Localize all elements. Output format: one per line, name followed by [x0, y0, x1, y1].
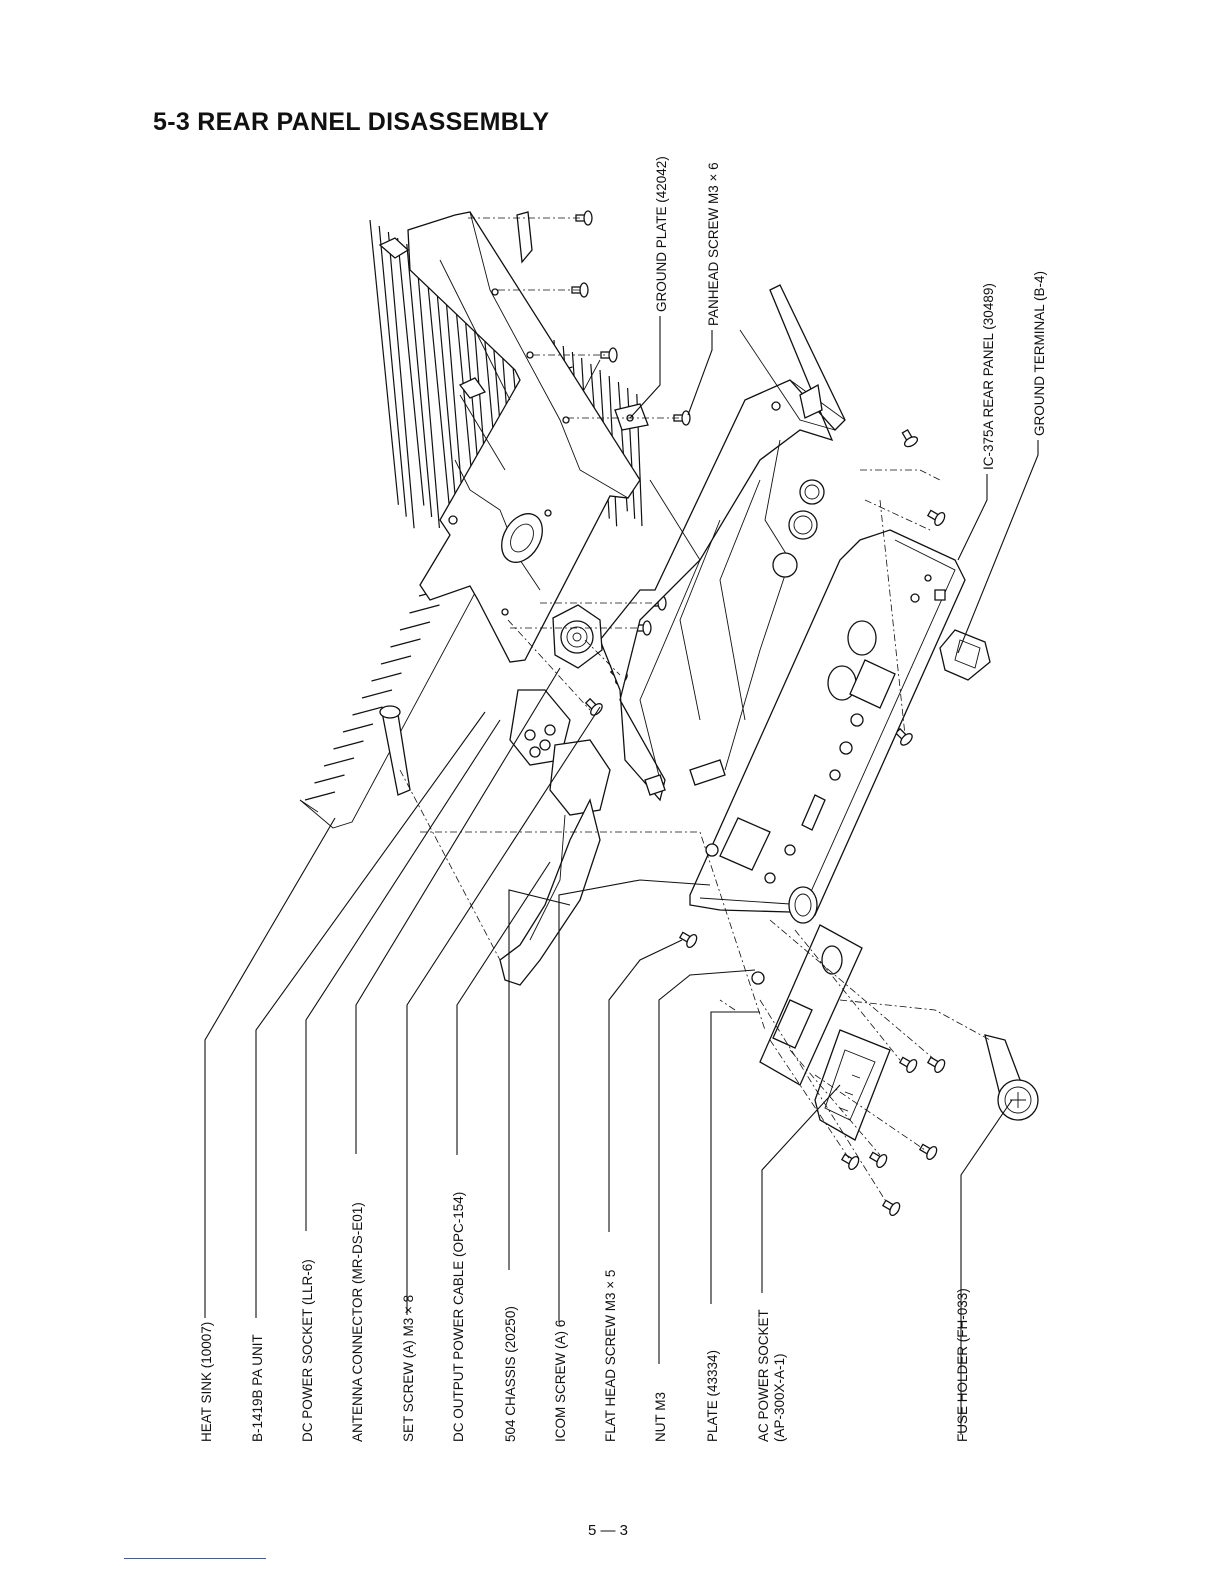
- label-chassis-504: 504 CHASSIS (20250): [503, 1306, 518, 1442]
- screw-part: [600, 347, 618, 363]
- label-set-screw: SET SCREW (A) M3 × 8: [401, 1295, 416, 1442]
- dc-socket-drawing: [499, 689, 611, 986]
- page-number: 5 — 3: [588, 1522, 629, 1539]
- screw-part: [926, 509, 946, 527]
- heat-sink-fin: [314, 774, 345, 784]
- heat-sink-fin: [304, 791, 336, 801]
- screw-part: [868, 1151, 888, 1169]
- ground-terminal-drawing: [939, 629, 991, 681]
- screw-part: [584, 697, 603, 716]
- label-plate: PLATE (43334): [705, 1350, 720, 1442]
- screw-part: [634, 620, 652, 636]
- label-panhead-screw: PANHEAD SCREW M3 × 6: [706, 162, 721, 326]
- screw-part: [678, 931, 698, 949]
- screw-part: [881, 1199, 901, 1217]
- label-ac-power-socket-model: (AP-300X-A-1): [772, 1353, 787, 1442]
- screw-part: [894, 727, 913, 746]
- heat-sink-fin: [415, 249, 440, 529]
- heat-sink-fin: [433, 261, 458, 518]
- heat-sink-fin: [399, 621, 431, 631]
- set-screw-drawing: [379, 705, 411, 796]
- label-nut-m3: NUT M3: [653, 1392, 668, 1442]
- screw-part: [901, 428, 919, 448]
- ground-plate-drawing: [516, 211, 649, 431]
- label-ac-power-socket: AC POWER SOCKET: [756, 1309, 771, 1442]
- label-ground-terminal: GROUND TERMINAL (B-4): [1032, 271, 1047, 436]
- pa-unit-drawing: [378, 211, 641, 663]
- heat-sink-fin: [397, 237, 425, 506]
- label-fuse-holder: FUSE HOLDER (FH-033): [955, 1288, 970, 1442]
- plate-drawing: [751, 886, 863, 1086]
- footnote-rule: [124, 1558, 266, 1559]
- label-rear-panel: IC-375A REAR PANEL (30489): [981, 283, 996, 470]
- chassis-504-drawing: [599, 284, 846, 802]
- label-pa-unit: B-1419B PA UNIT: [250, 1334, 265, 1442]
- label-dc-output-power-cable: DC OUTPUT POWER CABLE (OPC-154): [451, 1192, 466, 1442]
- heat-sink-fin: [369, 219, 399, 505]
- label-heat-sink: HEAT SINK (10007): [199, 1322, 214, 1442]
- label-icom-screw: ICOM SCREW (A) 6: [553, 1320, 568, 1442]
- heat-sink-fin: [323, 757, 355, 767]
- antenna-connector-drawing: [552, 604, 603, 669]
- heat-sink-fin: [406, 243, 433, 517]
- leader-lines: [204, 316, 1039, 1435]
- rear-panel-drawing: [689, 529, 966, 916]
- fuse-holder-drawing: [984, 1034, 1039, 1121]
- label-dc-power-socket: DC POWER SOCKET (LLR-6): [300, 1259, 315, 1442]
- part-labels: HEAT SINK (10007) B-1419B PA UNIT DC POW…: [199, 156, 1047, 1442]
- label-flat-head-screw: FLAT HEAD SCREW M3 × 5: [603, 1270, 618, 1442]
- heat-sink-fin: [409, 604, 440, 614]
- screw-part: [575, 210, 593, 226]
- screw-part: [898, 1056, 918, 1074]
- screw-part: [926, 1056, 946, 1074]
- heat-sink-fin: [333, 740, 364, 750]
- heat-sink-fin: [390, 638, 421, 648]
- heat-sink-fin: [387, 231, 415, 529]
- heat-sink-fin: [380, 655, 412, 665]
- heat-sink-fin: [424, 255, 450, 507]
- heat-sink-fin: [371, 672, 402, 682]
- heat-sink-fin: [352, 706, 383, 716]
- screw-part: [840, 1153, 860, 1171]
- screw-part: [918, 1143, 938, 1161]
- label-antenna-connector: ANTENNA CONNECTOR (MR-DS-E01): [350, 1202, 365, 1442]
- heat-sink-fin: [361, 689, 393, 699]
- heat-sink-fin: [342, 723, 374, 733]
- page-title: 5-3 REAR PANEL DISASSEMBLY: [153, 108, 550, 136]
- label-ground-plate: GROUND PLATE (42042): [654, 156, 669, 312]
- assembly-lines: [399, 217, 991, 1201]
- heat-sink-fin: [378, 225, 407, 517]
